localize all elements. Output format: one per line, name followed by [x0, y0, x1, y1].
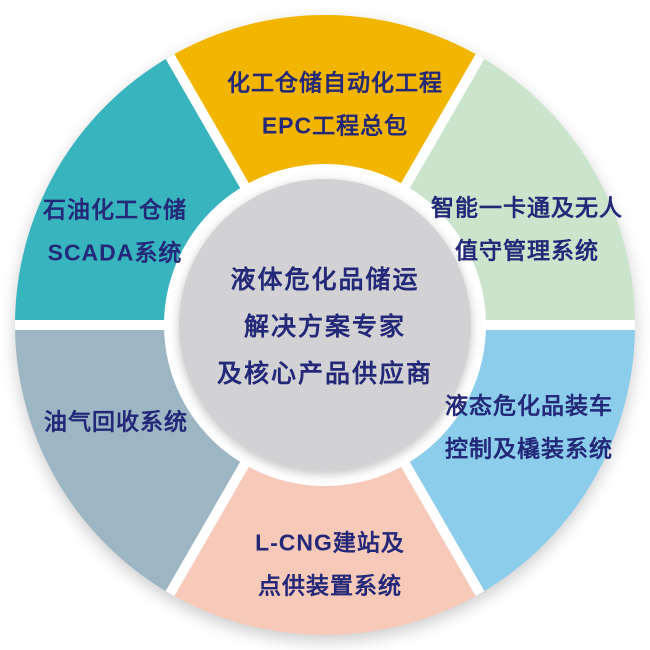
segment-label-scada: 石油化工仓储 SCADA系统	[43, 191, 187, 268]
label-line: 化工仓储自动化工程	[227, 69, 443, 96]
label-line: 液体危化品储运	[230, 266, 420, 294]
label-line: EPC工程总包	[261, 112, 409, 139]
label-line: 石油化工仓储	[43, 196, 187, 223]
label-line: 液态危化品装车	[445, 392, 613, 419]
segment-label-loading-control: 液态危化品装车 控制及橇装系统	[445, 387, 613, 464]
label-line: SCADA系统	[47, 239, 183, 266]
label-line: 点供装置系统	[257, 572, 402, 599]
segment-label-smart-access: 智能一卡通及无人 值守管理系统	[431, 189, 623, 266]
label-line: 智能一卡通及无人	[431, 194, 623, 221]
label-line: 解决方案专家	[243, 313, 407, 341]
label-line: 及核心产品供应商	[216, 360, 434, 388]
segment-label-vapor-recovery: 油气回收系统	[44, 403, 188, 446]
segment-label-lcng: L-CNG建站及 点供装置系统	[255, 524, 405, 601]
label-line: L-CNG建站及	[255, 529, 405, 556]
center-circle	[179, 179, 471, 471]
label-line: 控制及橇装系统	[445, 435, 613, 462]
label-line: 值守管理系统	[455, 237, 599, 264]
segments-group	[15, 14, 635, 636]
label-line: 油气回收系统	[44, 408, 188, 435]
center-label: 液体危化品储运 解决方案专家 及核心产品供应商	[217, 260, 433, 390]
segment-label-epc: 化工仓储自动化工程 EPC工程总包	[227, 64, 443, 141]
